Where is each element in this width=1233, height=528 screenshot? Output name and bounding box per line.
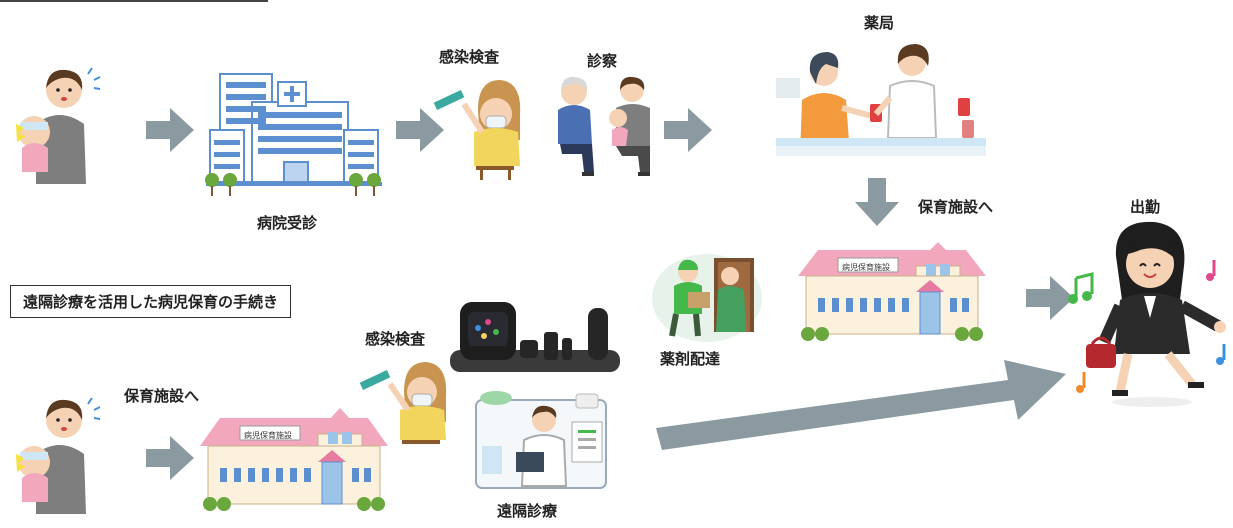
infection-test-nurse-icon <box>359 362 447 444</box>
drug-delivery-label: 薬剤配達 <box>660 350 721 368</box>
daycare-building-icon <box>798 242 986 341</box>
parent-with-sick-baby-icon <box>16 67 101 184</box>
work-label: 出勤 <box>1130 198 1161 216</box>
doctor-consultation-icon <box>558 76 650 176</box>
infection-test-nurse-icon <box>433 80 521 180</box>
hospital-building-icon <box>205 73 382 196</box>
to-daycare-label-bottom: 保育施設へ <box>124 387 200 405</box>
daycare-sign-bottom: 病児保育施設 <box>244 431 292 440</box>
daycare-sign-top: 病児保育施設 <box>842 263 890 272</box>
flow-arrow <box>146 108 194 152</box>
flow-arrow <box>664 108 712 152</box>
telemedicine-doctor-screen-icon <box>475 391 607 489</box>
flow-arrow-down <box>855 178 899 226</box>
examination-label: 診察 <box>587 52 618 70</box>
daycare-building-icon <box>200 408 388 511</box>
to-daycare-label-top: 保育施設へ <box>918 198 994 216</box>
music-note-icon <box>1216 344 1226 365</box>
hospital-visit-label: 病院受診 <box>257 214 318 232</box>
music-note-icon <box>1068 272 1094 304</box>
top-divider-line <box>0 0 268 2</box>
infection-test-label-bottom: 感染検査 <box>365 330 426 348</box>
telemedicine-section-title: 遠隔診療を活用した病児保育の手続き <box>10 285 292 318</box>
drug-delivery-icon <box>652 254 762 342</box>
flow-arrow <box>146 436 194 480</box>
telemedicine-device-icon <box>450 302 620 372</box>
infection-test-label-top: 感染検査 <box>439 48 500 66</box>
long-diagonal-arrow <box>656 360 1066 450</box>
flow-arrow <box>1026 276 1074 320</box>
pharmacy-label: 薬局 <box>864 14 895 32</box>
music-note-icon <box>1076 372 1086 393</box>
pharmacy-counter-icon <box>776 38 986 156</box>
parent-with-sick-baby-icon <box>16 397 101 514</box>
telemedicine-label: 遠隔診療 <box>497 502 558 520</box>
music-note-icon <box>1206 260 1216 281</box>
flow-arrow <box>396 108 444 152</box>
working-woman-icon <box>1086 221 1226 407</box>
